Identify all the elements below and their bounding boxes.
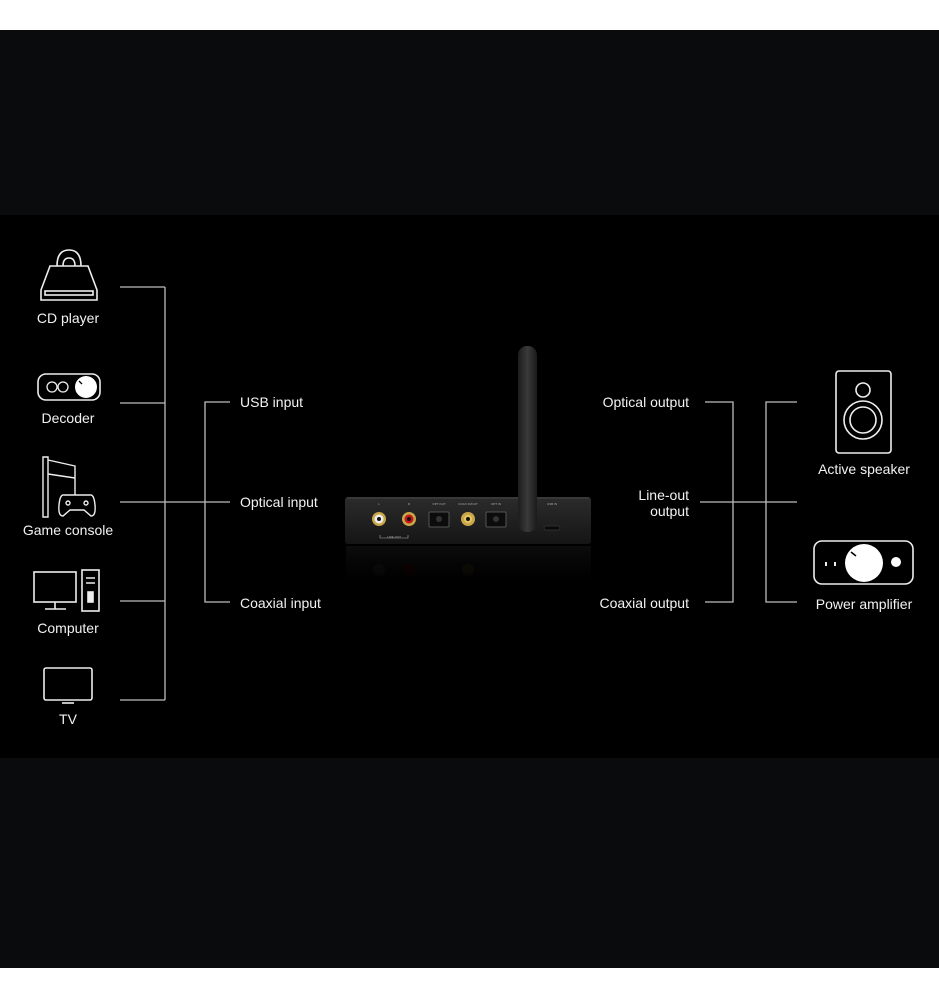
svg-text:OPT IN: OPT IN (491, 502, 501, 506)
amplifier-icon (813, 540, 914, 585)
svg-text:LINE OUT: LINE OUT (387, 535, 401, 539)
destination-label-power-amplifier: Power amplifier (815, 596, 913, 612)
usb-in-port (543, 525, 561, 531)
rca-left-port (372, 512, 386, 526)
diagram-band (0, 215, 939, 758)
game-console-icon (42, 456, 96, 518)
optical-out-port (428, 511, 450, 528)
connector-lines (120, 286, 797, 701)
rca-right-port (402, 512, 416, 526)
destination-bracket (765, 401, 797, 603)
usb-input-label: USB input (240, 394, 304, 410)
svg-text:USB IN: USB IN (547, 502, 557, 506)
destination-label-active-speaker: Active speaker (818, 461, 910, 477)
bluetooth-receiver-device: L R OPT OUT COAX IN/OUT OPT IN USB IN LI… (345, 346, 591, 586)
line-out-output-label: output (650, 503, 689, 519)
source-label-tv: TV (59, 711, 77, 727)
optical-output-label: Optical output (602, 394, 689, 410)
speaker-icon (835, 370, 892, 454)
svg-text:COAX IN/OUT: COAX IN/OUT (458, 502, 478, 506)
coaxial-port (461, 512, 475, 526)
optical-in-port (485, 511, 507, 528)
source-bracket (120, 286, 166, 701)
device-reflection (346, 546, 591, 586)
computer-icon (33, 569, 100, 612)
output-bracket (700, 401, 797, 603)
source-label-game-console: Game console (22, 522, 114, 538)
cd-player-icon (40, 249, 98, 301)
source-label-computer: Computer (37, 620, 99, 636)
source-label-decoder: Decoder (41, 410, 95, 426)
tv-icon (43, 667, 93, 704)
source-label-cd-player: CD player (36, 310, 100, 326)
decoder-icon (37, 373, 101, 401)
coaxial-input-label: Coaxial input (240, 595, 321, 611)
antenna (518, 346, 537, 532)
optical-input-label: Optical input (240, 494, 318, 510)
coaxial-output-label: Coaxial output (599, 595, 689, 611)
line-out-label: Line-out (638, 487, 689, 503)
svg-text:OPT OUT: OPT OUT (432, 502, 445, 506)
svg-text:L: L (378, 502, 380, 506)
input-bracket (204, 401, 230, 603)
svg-text:R: R (408, 502, 411, 506)
